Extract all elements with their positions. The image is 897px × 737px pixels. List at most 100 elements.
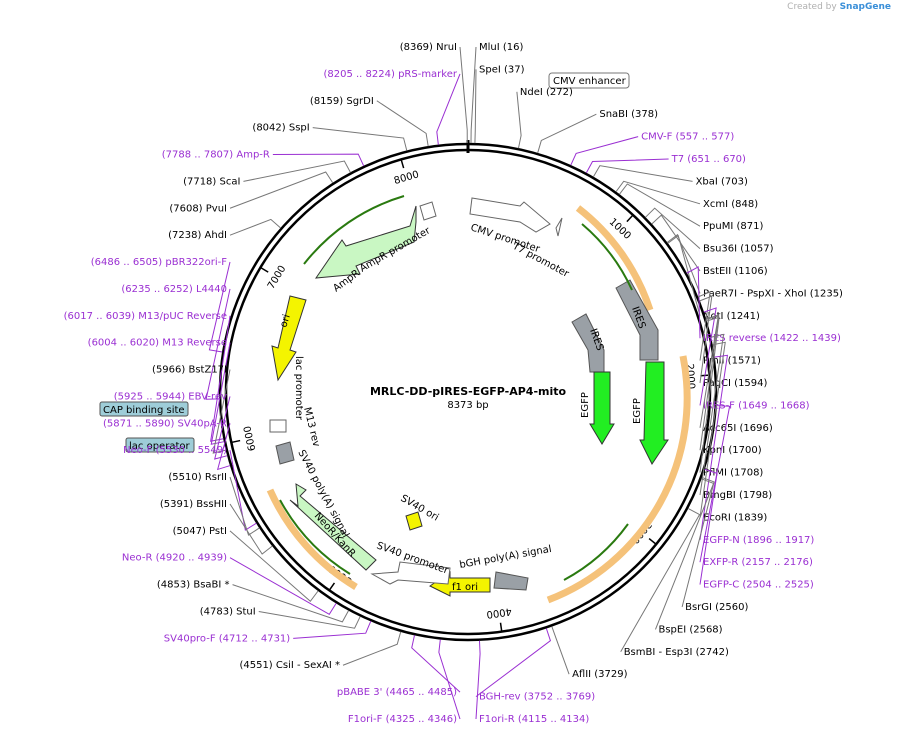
primer-label: (6004 .. 6020) M13 Reverse (88, 338, 227, 349)
box-cap-binding-site (99, 401, 189, 417)
site-leader-line (470, 46, 477, 144)
feature-label-t7-promoter: T7 promoter (510, 240, 572, 280)
ruler-number: 6000 (242, 425, 258, 452)
primer-label: IRES-F (1649 .. 1668) (703, 400, 810, 411)
restriction-site-label: PaqCI (1594) (703, 378, 768, 389)
restriction-site-label: KpnI (1700) (703, 445, 762, 456)
primer-label: (7788 .. 7807) Amp-R (162, 150, 270, 161)
site-leader-line (651, 214, 701, 272)
site-leader-line (474, 69, 477, 144)
box-label-lac-operator: lac operator (129, 441, 190, 452)
restriction-site-label: (8042) SspI (252, 123, 309, 134)
restriction-site-label: BspEI (2568) (658, 624, 722, 635)
site-leader-line (376, 100, 429, 147)
site-leader-line (699, 315, 720, 451)
primer-label: EGFP-C (2504 .. 2525) (703, 580, 814, 591)
restriction-site-label: SpeI (37) (479, 64, 525, 75)
site-leader-line (216, 423, 231, 471)
feature-label-m13-rev: M13 rev (301, 406, 321, 448)
site-leader-line (516, 91, 522, 149)
primer-label: (5871 .. 5890) SV40pA-R (103, 418, 227, 429)
site-leader-line (697, 291, 711, 361)
site-leader-line (666, 233, 701, 294)
primer-label: (6017 .. 6039) M13/pUC Reverse (64, 311, 227, 322)
restriction-site-label: XbaI (703) (696, 176, 748, 187)
feature-label-ori: ori (278, 313, 292, 329)
site-leader-line (214, 396, 231, 460)
site-leader-line (620, 508, 701, 653)
plasmid-name: MRLC-DD-pIRES-EGFP-AP4-mito (370, 385, 567, 398)
site-leader-line (592, 165, 693, 182)
site-leader-line (229, 450, 257, 531)
restriction-site-label: (7718) ScaI (183, 176, 240, 187)
site-leader-line (551, 626, 570, 675)
site-leader-line (475, 640, 481, 720)
feature-egfp-outer (639, 361, 669, 465)
primer-label: (6486 .. 6505) pBR322ori-F (91, 257, 227, 268)
site-leader-line (699, 333, 725, 496)
site-leader-line (312, 127, 408, 151)
branding-product: SnapGene (839, 2, 891, 12)
strand-arc-ires (581, 223, 633, 291)
restriction-site-label: (5391) BssHII (160, 499, 227, 510)
strand-arc-neo (279, 499, 351, 575)
feature-label-egfp-outer: EGFP (632, 398, 643, 424)
restriction-site-label: PmlI (1571) (703, 356, 761, 367)
primer-label: (8205 .. 8224) pRS-marker (323, 69, 457, 80)
site-leader-line (243, 160, 351, 182)
primer-label: Neo-F (5530 .. 5549) (123, 445, 227, 456)
ruler-tick (626, 214, 634, 223)
box-label-cap-binding-site: CAP binding site (103, 405, 185, 416)
restriction-site-label: (5966) BstZ17I (152, 365, 227, 376)
restriction-site-label: MluI (16) (479, 42, 523, 53)
site-leader-line (475, 628, 552, 697)
ruler-number: 4000 (486, 605, 513, 619)
site-leader-line (229, 171, 334, 209)
site-leader-line (699, 354, 729, 540)
plasmid-length: 8373 bp (447, 400, 488, 411)
restriction-site-label: BsmBI - Esp3I (2742) (624, 647, 729, 658)
feature-lac-promoter (269, 419, 287, 433)
feature-sv40-promoter (370, 561, 451, 585)
site-leader-line (699, 316, 720, 473)
site-leader-line (342, 631, 402, 666)
outer-arc-cds-right (575, 205, 654, 312)
restriction-site-label: BmgBI (1798) (703, 490, 772, 501)
restriction-site-label: PflMI (1708) (703, 468, 763, 479)
primer-label: (6235 .. 6252) L4440 (121, 284, 227, 295)
primer-label: pBABE 3' (4465 .. 4485) (337, 687, 457, 698)
outer-arc-neo (266, 488, 358, 591)
box-cmv-enhancer (548, 72, 630, 89)
primer-label: SV40pro-F (4712 .. 4731) (164, 633, 291, 644)
feature-egfp-inner (589, 371, 615, 445)
restriction-site-label: BsrGI (2560) (685, 602, 748, 613)
primer-label: IRES reverse (1422 .. 1439) (703, 333, 841, 344)
site-leader-line (208, 261, 231, 353)
restriction-site-label: (8369) NruI (400, 42, 457, 53)
restriction-site-label: (7238) AhdI (168, 230, 227, 241)
site-leader-line (537, 113, 597, 154)
primer-label: EXFP-R (2157 .. 2176) (703, 557, 813, 568)
restriction-site-label: PpuMI (871) (703, 221, 763, 232)
site-leader-line (667, 234, 701, 316)
site-leader-line (699, 468, 718, 585)
box-lac-operator (125, 437, 195, 453)
feature-ampr (314, 205, 417, 279)
restriction-site-label: (4783) StuI (200, 606, 256, 617)
ruler-tick (499, 622, 503, 632)
restriction-site-label: PaeR7I - PspXI - XhoI (1235) (703, 288, 843, 299)
restriction-site-label: SnaBI (378) (599, 109, 658, 120)
feature-label-f1-ori: f1 ori (452, 582, 478, 593)
site-leader-line (293, 621, 372, 639)
site-leader-line (258, 610, 361, 629)
site-leader-line (699, 405, 731, 563)
site-leader-line (232, 584, 350, 623)
ruler-number: 8000 (393, 169, 421, 187)
ruler-tick (400, 159, 405, 169)
restriction-site-label: NdeI (272) (520, 87, 573, 98)
restriction-site-label: BstEII (1106) (703, 266, 768, 277)
feature-neor-kanr (289, 483, 377, 571)
restriction-site-label: (7608) PvuI (169, 203, 227, 214)
primer-label: T7 (651 .. 670) (671, 154, 746, 165)
